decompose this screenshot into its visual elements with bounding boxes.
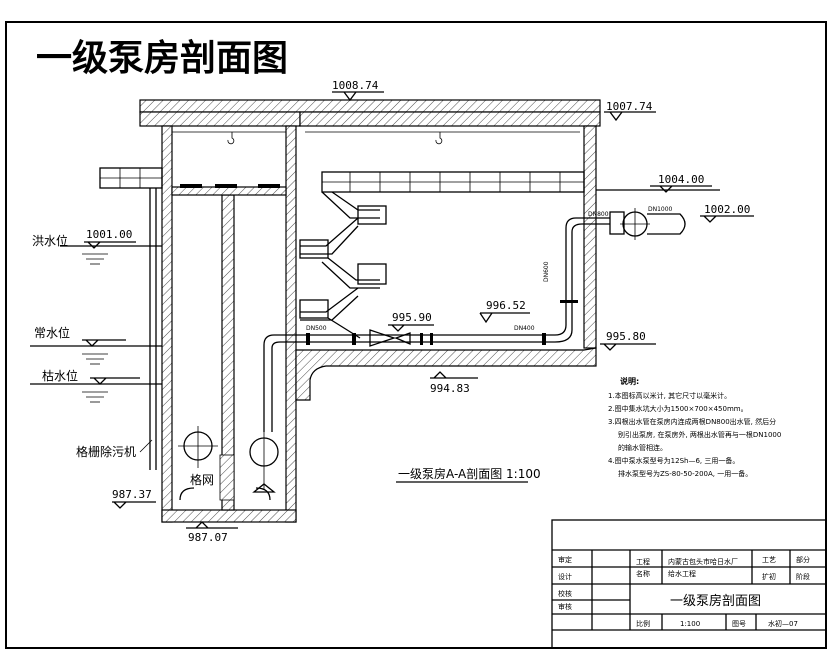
elevation-markers xyxy=(82,91,754,529)
tb-discipline-label: 工艺 xyxy=(762,556,776,564)
elev-flood: 1001.00 xyxy=(86,228,132,241)
hook-right xyxy=(435,132,443,145)
notes-heading: 说明: xyxy=(620,376,639,386)
water-level-ticks xyxy=(82,253,108,403)
intake-wall-inner xyxy=(285,125,297,523)
tb-scale-value: 1:100 xyxy=(680,620,700,628)
grating-mid xyxy=(215,184,237,188)
grating-right xyxy=(258,184,280,188)
intake-cover-slab xyxy=(171,186,287,196)
bellmouth xyxy=(252,483,276,493)
section-title: 一级泵房A-A剖面图 1:100 xyxy=(398,466,541,481)
elev-ground: 1004.00 xyxy=(658,173,704,186)
tb-project-name: 内蒙古包头市哈日水厂 xyxy=(668,557,738,566)
railing-right xyxy=(321,171,585,193)
grating-left xyxy=(180,184,202,188)
elev-floor-right: 995.80 xyxy=(606,330,646,343)
note-line: 3.四根出水管在泵房内连成两根DN800出水管, 然后分 xyxy=(608,417,776,426)
pipe-dn400-label: DN400 xyxy=(514,325,535,332)
note-line: 1.本图标高以米计, 其它尺寸以毫米计。 xyxy=(608,391,731,400)
tb-number-label: 图号 xyxy=(732,620,746,628)
low-level-label: 枯水位 xyxy=(42,368,78,383)
intake-bottom-slab xyxy=(161,509,297,523)
screen-machine-label: 格栅除污机 xyxy=(76,444,136,459)
railing-left xyxy=(99,167,163,189)
note-line: 排水泵型号为ZS-80-50-200A, 一用一备。 xyxy=(618,469,752,478)
grille-label: 格网 xyxy=(190,472,214,487)
elev-pipe-center: 995.90 xyxy=(392,311,432,324)
intake-wall-outer xyxy=(161,125,173,523)
tb-approve: 审定 xyxy=(558,555,572,564)
normal-level-label: 常水位 xyxy=(34,325,70,340)
roof-beam-right xyxy=(299,111,601,127)
pipe-dn1000-label: DN1000 xyxy=(648,206,673,213)
note-line: 2.图中集水坑大小为1500×700×450mm。 xyxy=(608,404,748,413)
title-block xyxy=(551,519,827,649)
screen-machine-leader xyxy=(139,439,153,453)
note-line: 的输水管相连。 xyxy=(618,443,667,452)
tb-stage-label: 扩初 xyxy=(762,572,776,581)
pipe-dn800-label: DN800 xyxy=(588,211,609,218)
tb-review: 审核 xyxy=(558,602,572,611)
tb-item-name: 给水工程 xyxy=(668,569,696,578)
elev-well-bottom: 987.07 xyxy=(188,531,228,544)
pump-house-floor xyxy=(295,347,597,401)
pump-house-wall-right xyxy=(583,125,597,349)
tb-item-label: 名称 xyxy=(636,569,650,578)
drawing-title: 一级泵房剖面图 xyxy=(36,38,288,79)
tb-project-label: 工程 xyxy=(636,557,650,566)
roof-beam-left xyxy=(139,111,301,127)
tb-number-value: 水初—07 xyxy=(768,619,798,628)
elev-pile-bottom: 987.37 xyxy=(112,488,152,501)
sheet-frame xyxy=(5,21,827,649)
elev-outlet: 1002.00 xyxy=(704,203,750,216)
pipe-dn500-label: DN500 xyxy=(306,325,327,332)
tb-discipline-value: 部分 xyxy=(796,555,810,564)
elev-roof: 1008.74 xyxy=(332,79,379,92)
elev-roof-right: 1007.74 xyxy=(606,100,653,113)
elev-floor-bottom: 994.83 xyxy=(430,382,470,395)
note-line: 别引出泵房, 在泵房外, 两根出水管再与一根DN1000 xyxy=(618,430,781,439)
tb-design: 设计 xyxy=(558,572,572,581)
tb-stage-value: 阶段 xyxy=(796,572,810,581)
note-line: 4.图中泵水泵型号为12Sh—6, 三用一备。 xyxy=(608,456,739,465)
roof-slab xyxy=(139,99,601,113)
grille-panel xyxy=(219,454,235,501)
flood-level-label: 洪水位 xyxy=(32,233,68,248)
elev-pipe-right: 996.52 xyxy=(486,299,526,312)
tb-check: 校核 xyxy=(558,589,572,598)
tb-scale-label: 比例 xyxy=(636,619,650,628)
pipe-dn600-label: DN600 xyxy=(543,261,550,282)
staircase xyxy=(299,191,387,339)
tb-drawing-title: 一级泵房剖面图 xyxy=(670,593,761,609)
hook-left xyxy=(227,132,235,145)
discharge-pipe xyxy=(263,208,686,432)
